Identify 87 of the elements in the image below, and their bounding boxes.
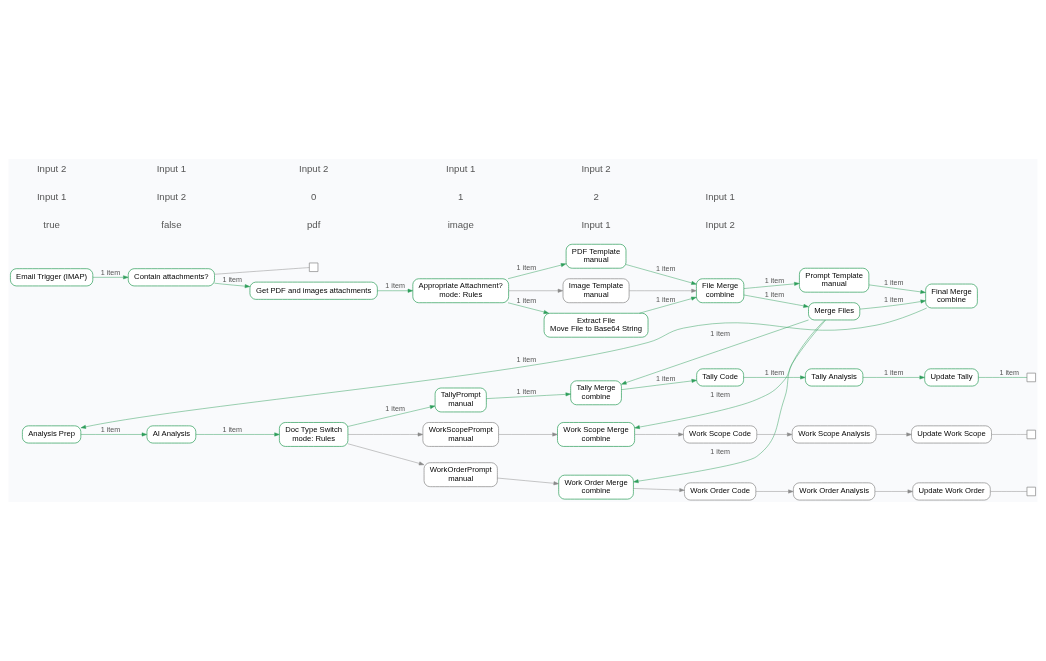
connector [991,434,1028,435]
node-box: Work Order Code [684,482,757,501]
label: false [161,218,182,230]
label: Input 2 [581,162,611,174]
node-box: Get PDF and images attachments [249,281,378,300]
node-box [1026,429,1036,440]
node-box: Update Work Order [912,482,991,501]
node-box: Email Trigger (IMAP) [10,268,94,287]
connector [978,377,1028,378]
node-box: Work Order Analysis [793,482,876,501]
arrow [628,288,697,293]
label: Input 1 [581,218,611,230]
node-box: AI Analysis [146,425,197,444]
node-box: Merge Files [808,302,861,321]
node-box [308,262,319,272]
arrow [347,443,425,466]
label: 2 [593,190,599,202]
arrow [214,282,251,289]
arrow [621,319,809,385]
arrow [486,392,571,399]
arrow [634,432,684,437]
arrow [874,489,913,494]
label: Input 2 [36,162,67,174]
node-box: Tally Analysis [805,368,864,387]
label: true [43,218,60,230]
label: Input 1 [446,162,476,174]
node-box: Final Merge combine [925,283,978,309]
node-box: Analysis Prep [22,425,82,444]
arrow [743,294,809,308]
arrow [507,263,567,279]
arrow [347,405,436,427]
node-box: Prompt Template manual [799,267,870,293]
node-box: Work Scope Code [683,425,758,444]
node-box: Tally Code [696,368,744,387]
arrow [633,488,685,492]
arrow [862,375,925,380]
label: Input 1 [705,190,735,202]
node-box: Work Order Merge combine [558,474,634,500]
arrow [347,432,424,437]
arrow [743,281,800,289]
node-box: TallyPrompt manual [434,387,487,413]
label: pdf [306,218,321,230]
node-box: Work Scope Merge combine [557,422,635,447]
arrow [875,432,912,437]
label: Input 2 [156,190,187,202]
node-box: WorkScopePrompt manual [422,422,499,447]
arrow [633,319,825,484]
node-box: Contain attachments? [127,268,215,287]
arrow [756,432,793,437]
label: Input 1 [36,190,67,202]
arrow [625,264,697,285]
node-box: Work Scope Analysis [791,425,877,444]
arrow [639,296,697,314]
arrow [868,284,926,294]
arrow [634,319,826,429]
node-box: Image Template manual [562,278,630,304]
arrow [80,432,148,437]
label: 0 [310,190,317,202]
arrow [621,379,697,390]
label: Input 2 [705,218,735,230]
node-box: Tally Merge combine [570,380,622,406]
arrow [859,299,926,310]
node-box: Doc Type Switch mode: Rules [279,422,349,447]
arrow [80,307,927,429]
connector [990,491,1028,492]
label: image [447,218,474,230]
arrow [497,477,559,486]
node-box: WorkOrderPrompt manual [423,462,498,488]
label: Input 1 [156,162,187,174]
arrow [377,288,413,293]
arrow [743,375,806,380]
node-box: Update Work Scope [911,425,992,444]
node-box: Appropriate Attachment? mode: Rules [412,278,509,304]
arrow [755,489,794,494]
arrow [498,432,558,437]
label: Input 2 [299,162,329,174]
connector [214,267,310,275]
node-box [1026,372,1036,383]
node-box: Update Tally [924,368,979,387]
arrow [508,288,564,293]
node-box: File Merge combine [696,278,745,304]
node-box: PDF Template manual [565,243,627,269]
label: 1 [458,190,464,202]
arrow [92,275,129,280]
arrow [507,302,549,314]
arrow [195,432,280,437]
node-box [1026,486,1036,497]
